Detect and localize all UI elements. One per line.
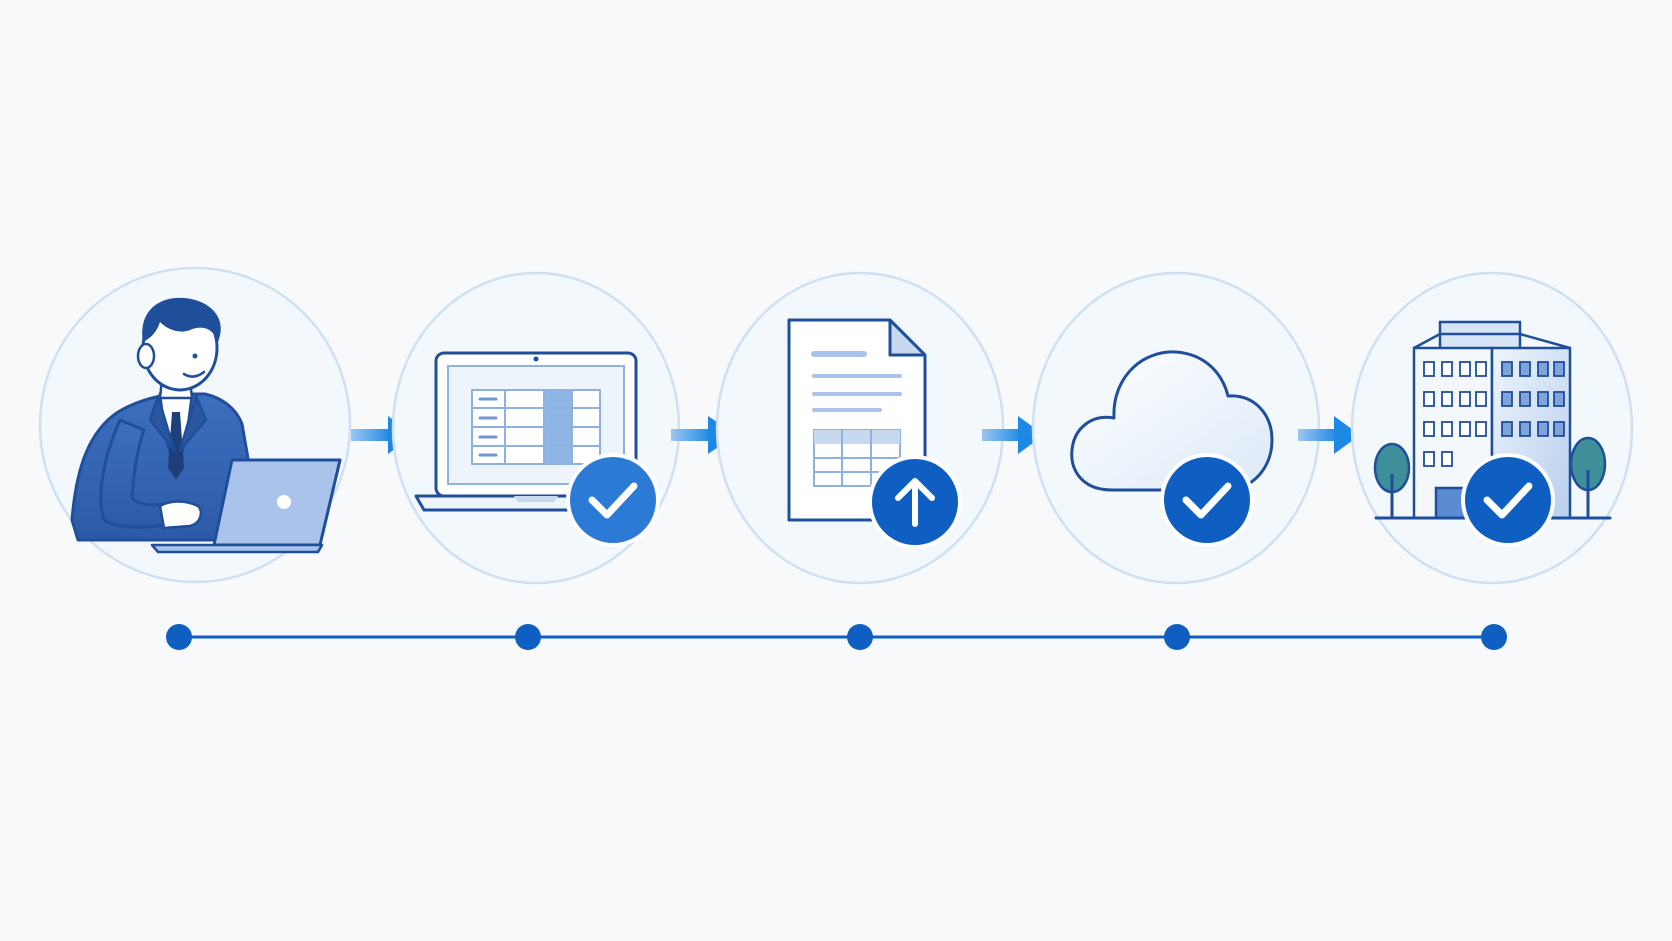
person-with-laptop-icon <box>70 297 342 554</box>
check-icon <box>1461 453 1555 547</box>
arrow-right-icon <box>1298 416 1360 454</box>
laptop-spreadsheet-icon <box>414 351 654 512</box>
check-icon <box>566 453 660 547</box>
upload-arrow-icon <box>868 455 962 549</box>
step-3-document-upload <box>715 271 1005 585</box>
step-2-laptop-spreadsheet <box>391 271 681 585</box>
step-1-person-with-laptop <box>38 266 352 584</box>
office-building-icon <box>1374 320 1612 520</box>
step-4-cloud <box>1031 271 1321 585</box>
check-icon <box>1160 453 1254 547</box>
tree-icon <box>1373 442 1411 518</box>
timeline-node <box>1164 624 1190 650</box>
timeline-node <box>515 624 541 650</box>
timeline-node <box>1481 624 1507 650</box>
tree-icon <box>1569 436 1607 518</box>
arrow-right-icon <box>982 416 1044 454</box>
timeline-node <box>166 624 192 650</box>
timeline <box>166 624 1507 650</box>
step-5-office-building <box>1350 271 1634 585</box>
timeline-node <box>847 624 873 650</box>
